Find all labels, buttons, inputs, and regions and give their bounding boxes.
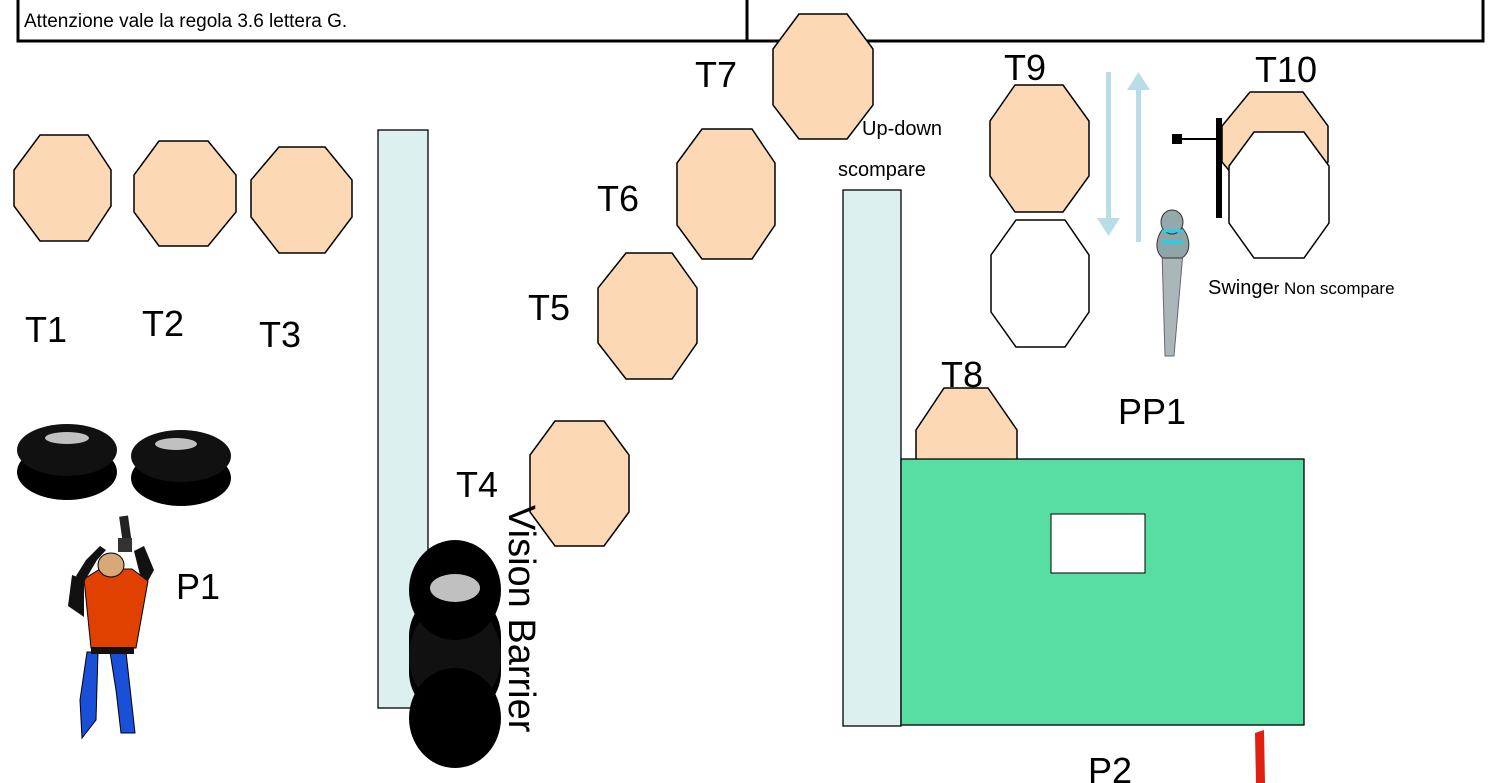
fault-line-red [1255, 730, 1265, 783]
vision-barrier-right [842, 189, 902, 727]
label-t10: T10 [1255, 49, 1317, 90]
header-note-box [16, 0, 749, 43]
tyre-stack-vertical [409, 540, 501, 768]
target-t2 [133, 140, 237, 247]
label-t7: T7 [695, 54, 737, 95]
target-t9 [989, 84, 1090, 213]
target-t5 [597, 252, 698, 380]
target-t1 [13, 134, 112, 242]
label-p2: P2 [1088, 750, 1132, 783]
target-t7 [772, 13, 874, 140]
port-window [1050, 513, 1146, 574]
swinger-label-small: r Non scompare [1274, 279, 1395, 298]
target-t4 [529, 420, 630, 547]
swinger-mechanism [1172, 118, 1222, 218]
swinger-label: Swinger Non scompare [1208, 277, 1395, 299]
header-box-right [745, 0, 1485, 43]
updown-arrows [1097, 72, 1150, 242]
target-t6 [676, 128, 776, 260]
updown-label-1: Up-down [862, 118, 942, 140]
label-t9: T9 [1004, 47, 1046, 88]
no-shoot-t10 [1228, 131, 1330, 259]
updown-label-2: scompare [838, 159, 926, 181]
tyre-stack-1 [17, 424, 117, 500]
tyre-stack-2 [131, 430, 231, 506]
shooter-icon [68, 515, 154, 740]
label-t3: T3 [259, 314, 301, 355]
vision-barrier-label: Vision Barrier [500, 505, 542, 733]
label-t4: T4 [456, 464, 498, 505]
no-shoot-t9 [990, 219, 1090, 348]
label-t5: T5 [528, 287, 570, 328]
label-t6: T6 [597, 178, 639, 219]
label-p1: P1 [176, 566, 220, 607]
target-t3 [250, 146, 353, 254]
wall-pp1 [900, 458, 1305, 726]
label-t2: T2 [142, 303, 184, 344]
label-t8: T8 [941, 354, 983, 395]
activator-icon [1156, 209, 1190, 357]
swinger-label-big: Swinge [1208, 277, 1274, 299]
header-note: Attenzione vale la regola 3.6 lettera G. [24, 11, 347, 32]
label-t1: T1 [25, 309, 67, 350]
label-pp1: PP1 [1118, 391, 1186, 432]
